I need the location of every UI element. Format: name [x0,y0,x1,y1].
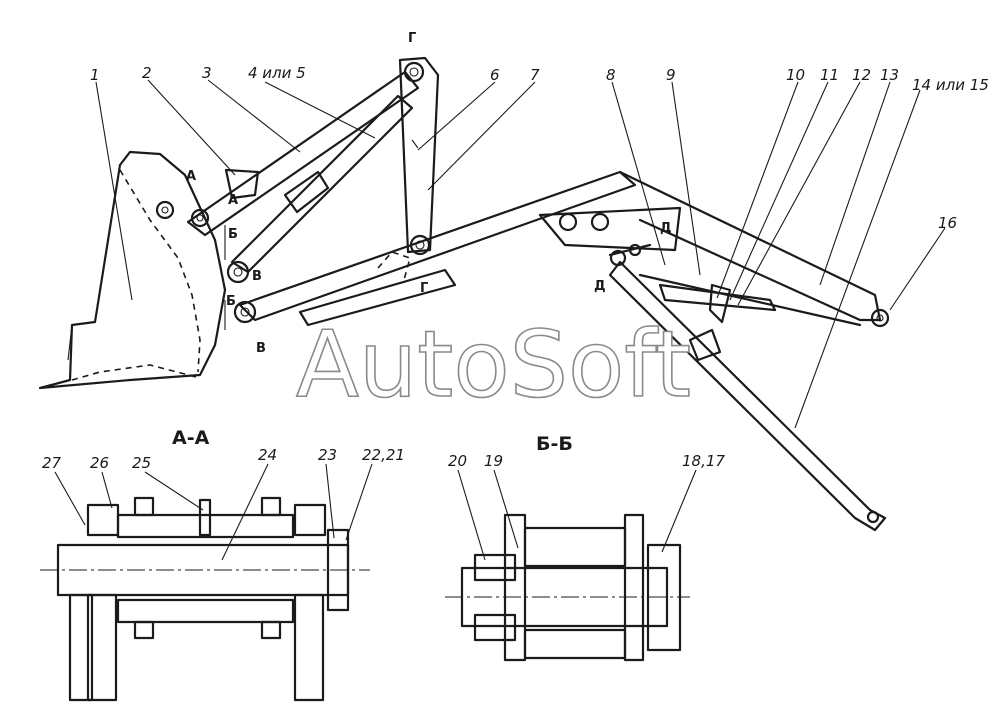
callout-10: 10 [786,66,805,84]
section-b-b-drawing [445,513,690,662]
mark-d-bottom: Д [594,279,606,294]
upper-link-arm [186,70,420,274]
callout-13: 13 [880,66,899,84]
callout-25: 25 [132,454,151,472]
leader-lines [95,79,946,429]
mark-g-top: Г [408,31,416,46]
callout-11: 11 [820,66,839,84]
section-title-b-b: Б-Б [536,433,573,455]
pivot-pins [224,225,257,330]
callout-7: 7 [530,66,540,84]
bucket [38,150,227,390]
mark-d-top: Д [660,221,672,236]
section-a-a-drawing [40,496,370,702]
callout-19: 19 [484,452,503,470]
callout-2: 2 [142,64,152,82]
callout-3: 3 [202,64,212,82]
callout-4-or-5: 4 или 5 [248,64,306,82]
callout-23: 23 [318,446,337,464]
callout-9: 9 [666,66,676,84]
mark-v-bottom: В [256,341,266,356]
mark-a-top: А [186,169,196,184]
callout-24: 24 [258,446,277,464]
watermark: AutoSoft [296,311,691,418]
callout-8: 8 [606,66,616,84]
callout-1: 1 [90,66,100,84]
mark-b-bottom: Б [226,294,236,309]
callout-22-21: 22,21 [362,446,405,464]
callout-26: 26 [90,454,109,472]
mark-v-top: В [252,269,262,284]
mark-g-bottom: Г [420,281,428,296]
main-boom [238,170,890,328]
section-title-a-a: А-А [172,427,210,449]
mark-b-top: Б [228,227,238,242]
callout-27: 27 [42,454,62,472]
callout-numbers: 1 2 3 4 или 5 6 7 8 9 10 11 12 13 14 или… [42,64,989,472]
callout-leaders-sections [54,463,697,561]
callout-14-or-15: 14 или 15 [912,76,989,94]
mark-a-bottom: А [228,193,238,208]
hydraulic-cylinder [608,260,887,532]
callout-20: 20 [448,452,467,470]
callout-12: 12 [852,66,871,84]
callout-18-17: 18,17 [682,452,725,470]
section-marks: А А Б Б В В Г Г Д Д [186,31,672,356]
callout-6: 6 [490,66,500,84]
callout-16: 16 [938,214,957,232]
